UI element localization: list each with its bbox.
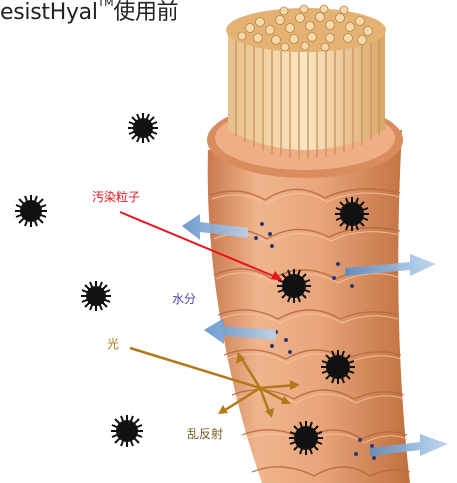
pollutant-label: 汚染粒子: [92, 188, 140, 205]
cortex-fibers: [226, 5, 386, 159]
scatter-label: 乱反射: [187, 425, 223, 442]
moisture-label: 水分: [172, 290, 196, 307]
light-label: 光: [107, 335, 119, 352]
